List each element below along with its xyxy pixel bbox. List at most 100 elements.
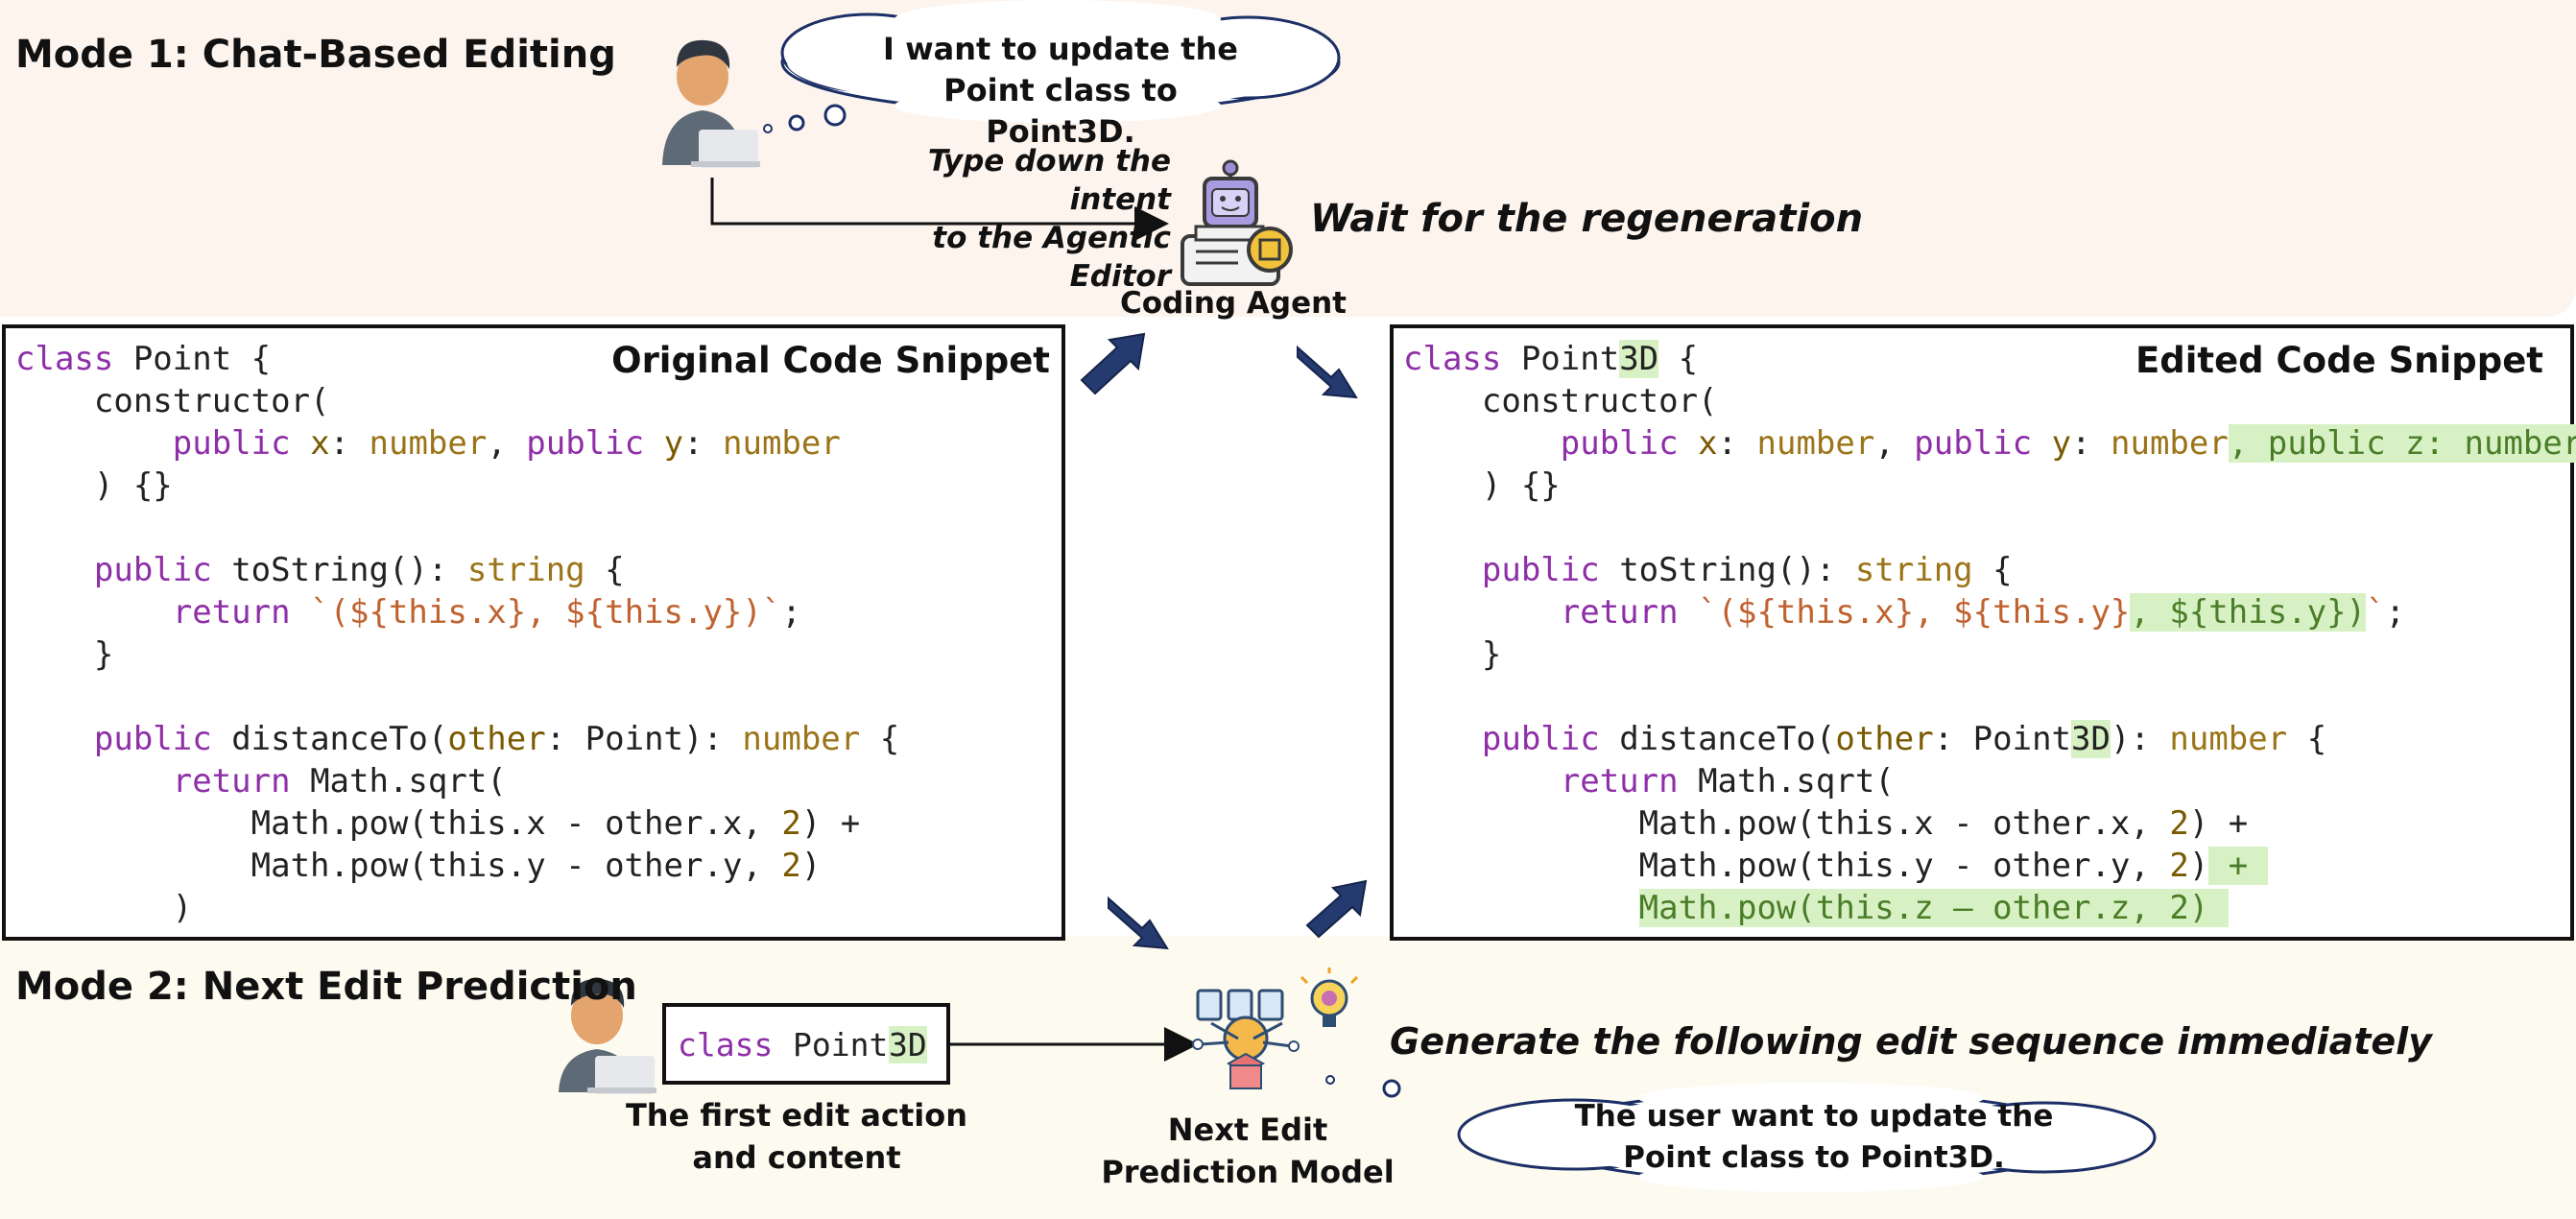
code-line [15,676,899,718]
original-code-panel: Original Code Snippet class Point { cons… [4,326,1063,939]
thought-cloud-model [1457,1083,2157,1192]
code-token: 3D [2071,720,2111,758]
code-token: ) + [2188,804,2249,843]
code-line: constructor( [1403,380,2576,422]
model-thought-dot-small [1325,1075,1335,1085]
code-line: Math.pow(this.x - other.x, 2) + [15,802,899,845]
code-token: number [2169,720,2288,758]
code-token: Math.pow(this.x - other.x, [15,804,782,843]
edited-panel-title: Edited Code Snippet [2135,340,2543,381]
original-panel-frame [2,324,1065,941]
code-line [1403,676,2576,718]
code-line: return `(${this.x}, ${this.y})`; [15,591,899,633]
code-token: : [329,424,370,463]
code-token: 2 [2169,847,2189,885]
code-token: return [1560,593,1699,632]
code-token [15,720,94,758]
code-line [15,507,899,549]
model-thought-line-1: The user want to update the [1574,1099,2054,1134]
code-token: public [1914,424,2052,463]
arrow-agent-to-edited [1297,345,1358,399]
code-token: x [310,424,330,463]
code-token [15,762,173,801]
code-token [15,593,173,632]
code-token: { [2287,720,2327,758]
code-token: ) {} [15,466,173,505]
code-token: ) [2188,847,2209,885]
code-line: } [15,633,899,676]
code-token: public [172,424,311,463]
model-label-line-2: Prediction Model [1101,1154,1395,1190]
code-token: class [1403,340,1521,378]
code-token: } [1403,635,1502,674]
code-token: distanceTo( [1619,720,1836,758]
arrow-original-to-model [1108,896,1169,950]
user-thought-line-2: Point class to Point3D. [943,72,1178,150]
snippet-name: Point [793,1026,889,1064]
code-line: return Math.sqrt( [1403,760,2576,802]
code-token: number [369,424,488,463]
original-panel-title: Original Code Snippet [611,340,1050,381]
first-edit-label: The first edit action and content [614,1094,979,1179]
code-token: string [466,551,585,589]
intent-label-line-2: to the Agentic Editor [932,221,1171,294]
code-line: ) [15,887,899,929]
thought-cloud-user [780,0,1341,123]
wait-label: Wait for the regeneration [1310,197,1864,241]
code-token: other [447,720,546,758]
code-token: { [1658,340,1699,378]
code-token: public [526,424,664,463]
code-token: : [1717,424,1757,463]
code-token: + [2208,847,2268,885]
code-token: Point [1520,340,1620,378]
code-line: class Point3D { [1403,338,2576,380]
mode1-title: Mode 1: Chat-Based Editing [15,33,616,77]
model-thought-dot-large [1382,1079,1401,1098]
generate-label: Generate the following edit sequence imm… [1390,1020,2432,1063]
original-code-block: class Point { constructor( public x: num… [15,338,899,929]
code-token [15,424,173,463]
snippet-suffix: 3D [889,1026,927,1064]
code-token [1403,551,1482,589]
snippet-keyword: class [678,1026,774,1064]
code-token: ) {} [1403,466,1561,505]
code-token: , [487,424,527,463]
model-label: Next Edit Prediction Model [1094,1109,1401,1193]
flow-arrows [1080,332,1368,950]
code-token: ): [2110,720,2170,758]
code-token: number [2111,424,2229,463]
code-token: Math.pow(this.y - other.y, [15,847,782,885]
arrow-original-to-agent [1080,332,1146,395]
code-token: Math.pow(this.y - other.y, [1403,847,2170,885]
agent-label: Coding Agent [1119,286,1347,321]
code-token: x [1698,424,1718,463]
code-line: public distanceTo(other: Point3D): numbe… [1403,718,2576,760]
code-token: y [663,424,684,463]
code-token: return [172,593,311,632]
code-token: number [723,424,841,463]
arrow-model-to-edited [1305,879,1368,939]
code-token: y [2051,424,2072,463]
first-edit-snippet: class Point 3D [662,1003,950,1085]
code-token: ) [15,889,193,927]
code-token: `(${this.x}, ${this.y})` [310,593,782,632]
code-line: class Point { [15,338,899,380]
code-token: Math.sqrt( [310,762,507,801]
code-token: : [2071,424,2111,463]
code-line: public x: number, public y: number, publ… [1403,422,2576,465]
code-token: return [1560,762,1699,801]
code-token: ) + [800,804,861,843]
code-token [1403,889,1639,927]
code-token: number [1756,424,1875,463]
thought-dot-small [763,124,773,133]
intent-label: Type down the intent to the Agentic Edit… [825,142,1171,296]
code-token: ; [2385,593,2406,632]
code-token: } [15,635,114,674]
code-token: public [93,551,232,589]
thought-dot-medium [788,114,805,131]
code-token: number [742,720,861,758]
code-line: ) {} [1403,465,2576,507]
code-token [1403,593,1561,632]
code-token: class [15,340,133,378]
code-line: Math.pow(this.y - other.y, 2) [15,845,899,887]
